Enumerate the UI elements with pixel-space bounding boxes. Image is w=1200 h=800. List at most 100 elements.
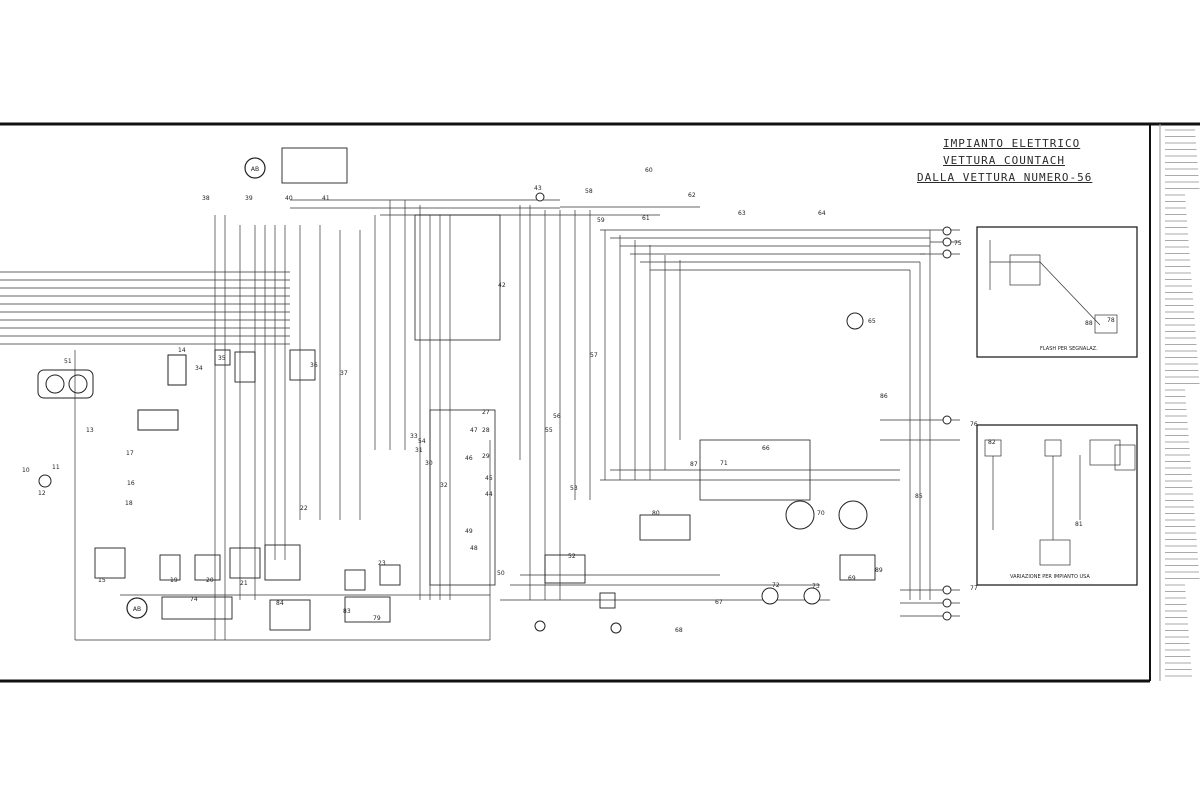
component-number-71: 71	[720, 460, 728, 467]
component-number-42: 42	[498, 282, 506, 289]
component-number-75: 75	[954, 240, 962, 247]
component-number-40: 40	[285, 195, 293, 202]
component-number-32: 32	[440, 482, 448, 489]
component-number-21: 21	[240, 580, 248, 587]
component-number-73: 73	[812, 583, 820, 590]
component-number-22: 22	[300, 505, 308, 512]
component-number-15: 15	[98, 577, 106, 584]
component-number-76: 76	[970, 421, 978, 428]
tag-ab-top	[244, 157, 266, 179]
component-number-65: 65	[868, 318, 876, 325]
component-number-67: 67	[715, 599, 723, 606]
component-number-47: 47	[470, 427, 478, 434]
component-number-88: 88	[1085, 320, 1093, 327]
component-number-46: 46	[465, 455, 473, 462]
component-number-79: 79	[373, 615, 381, 622]
component-number-44: 44	[485, 491, 493, 498]
tag-ab-top-label: AB	[251, 166, 259, 173]
component-number-51: 51	[64, 358, 72, 365]
component-number-63: 63	[738, 210, 746, 217]
component-number-68: 68	[675, 627, 683, 634]
component-number-43: 43	[534, 185, 542, 192]
component-number-13: 13	[86, 427, 94, 434]
diagram-title-block: IMPIANTO ELETTRICO VETTURA COUNTACH DALL…	[915, 135, 1125, 186]
component-number-89: 89	[875, 567, 883, 574]
component-number-66: 66	[762, 445, 770, 452]
component-number-58: 58	[585, 188, 593, 195]
component-number-14: 14	[178, 347, 186, 354]
parts-legend-column	[1165, 129, 1200, 677]
component-number-45: 45	[485, 475, 493, 482]
component-number-29: 29	[482, 453, 490, 460]
component-number-12: 12	[38, 490, 46, 497]
component-number-37: 37	[340, 370, 348, 377]
inset-box-flash	[976, 226, 1138, 358]
inset-caption-flash: FLASH PER SEGNALAZ.	[1040, 346, 1098, 352]
component-number-19: 19	[170, 577, 178, 584]
component-number-87: 87	[690, 461, 698, 468]
left-harness-bundle	[0, 271, 290, 345]
relay-block	[414, 214, 811, 586]
component-number-57: 57	[590, 352, 598, 359]
component-number-35: 35	[218, 355, 226, 362]
component-number-36: 36	[310, 362, 318, 369]
tag-ab-bottom	[126, 597, 148, 619]
lower-harness-runs	[74, 350, 960, 641]
component-number-61: 61	[642, 215, 650, 222]
component-number-60: 60	[645, 167, 653, 174]
component-number-23: 23	[378, 560, 386, 567]
component-number-41: 41	[322, 195, 330, 202]
lamps	[38, 192, 952, 634]
component-number-70: 70	[817, 510, 825, 517]
component-number-39: 39	[245, 195, 253, 202]
component-number-69: 69	[848, 575, 856, 582]
component-number-31: 31	[415, 447, 423, 454]
component-number-50: 50	[497, 570, 505, 577]
component-number-59: 59	[597, 217, 605, 224]
component-number-55: 55	[545, 427, 553, 434]
component-number-17: 17	[126, 450, 134, 457]
component-number-77: 77	[970, 585, 978, 592]
central-harness	[214, 200, 681, 640]
switch-blocks	[94, 147, 876, 631]
component-number-30: 30	[425, 460, 433, 467]
component-number-54: 54	[418, 438, 426, 445]
component-number-18: 18	[125, 500, 133, 507]
inset-caption-usa: VARIAZIONE PER IMPIANTO USA	[1010, 574, 1090, 580]
component-number-72: 72	[772, 582, 780, 589]
component-number-78: 78	[1107, 317, 1115, 324]
component-number-86: 86	[880, 393, 888, 400]
top-harness-runs	[290, 199, 960, 600]
component-number-80: 80	[652, 510, 660, 517]
title-line-3: DALLA VETTURA NUMERO-56	[917, 171, 1093, 184]
component-number-38: 38	[202, 195, 210, 202]
component-number-27: 27	[482, 409, 490, 416]
component-number-49: 49	[465, 528, 473, 535]
component-number-82: 82	[988, 439, 996, 446]
component-number-16: 16	[127, 480, 135, 487]
component-number-11: 11	[52, 464, 60, 471]
component-number-52: 52	[568, 553, 576, 560]
instrument-cluster	[37, 354, 187, 431]
component-number-48: 48	[470, 545, 478, 552]
component-number-62: 62	[688, 192, 696, 199]
component-number-84: 84	[276, 600, 284, 607]
title-line-2: VETTURA COUNTACH	[943, 154, 1065, 167]
component-number-28: 28	[482, 427, 490, 434]
component-number-34: 34	[195, 365, 203, 372]
inset-usa-wiring	[984, 439, 1136, 566]
component-number-74: 74	[190, 596, 198, 603]
inset-flash-wiring	[989, 240, 1118, 334]
component-number-56: 56	[553, 413, 561, 420]
component-number-81: 81	[1075, 521, 1083, 528]
component-number-20: 20	[206, 577, 214, 584]
component-number-85: 85	[915, 493, 923, 500]
title-line-1: IMPIANTO ELETTRICO	[943, 137, 1081, 150]
component-number-53: 53	[570, 485, 578, 492]
tag-ab-bottom-label: AB	[133, 606, 141, 613]
component-number-64: 64	[818, 210, 826, 217]
component-number-83: 83	[343, 608, 351, 615]
inset-box-usa	[976, 424, 1138, 586]
